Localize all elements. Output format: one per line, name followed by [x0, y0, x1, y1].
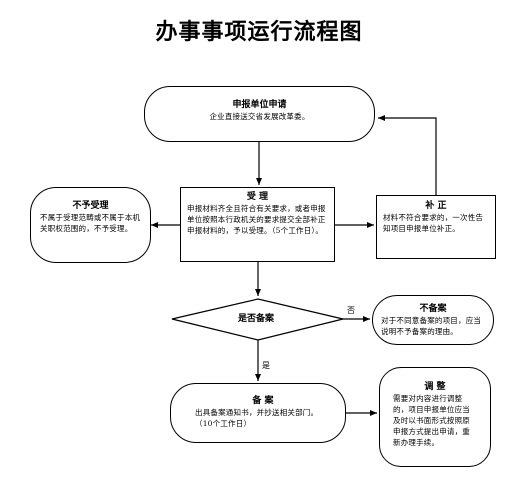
node-accept: 受 理 申报材料齐全且符合有关要求，或者申报单位按照本行政机关的要求提交全部补正… — [180, 187, 335, 262]
node-record-title: 备 案 — [252, 396, 274, 406]
node-accept-title: 受 理 — [246, 192, 269, 202]
node-accept-text: 申报材料齐全且符合有关要求，或者申报单位按照本行政机关的要求提交全部补正申报材料… — [187, 204, 326, 235]
node-apply: 申报单位申请 企业直接送交省发展改革委。 — [144, 86, 375, 142]
node-correct: 补 正 材料不符合要求的，一次性告知项目申报单位补正。 — [376, 195, 496, 259]
node-apply-text: 企业直接送交省发展改革委。 — [209, 112, 310, 121]
node-apply-title: 申报单位申请 — [232, 100, 287, 110]
node-adjust-title: 调 整 — [424, 382, 446, 392]
node-no-record-text: 对于不同意备案的项目，应当说明不予备案的理由。 — [381, 316, 482, 336]
node-correct-text: 材料不符合要求的，一次性告知项目申报单位补正。 — [383, 213, 484, 233]
edge-correct-to-apply — [378, 115, 437, 195]
node-decision-label: 是否备案 — [237, 314, 274, 324]
node-adjust-text: 需要对内容进行调整的，项目申报单位应当及时以书面形式按照原申报方式提出申请，重新… — [393, 394, 470, 447]
node-no-record-title: 不备案 — [419, 304, 447, 314]
node-correct-title: 补 正 — [425, 201, 447, 211]
node-reject-text: 不属于受理范畴或不属于本机关职权范围的，不予受理。 — [40, 213, 141, 233]
node-reject: 不予受理 不属于受理范畴或不属于本机关职权范围的，不予受理。 — [30, 187, 151, 263]
edge-label-yes: 是 — [262, 361, 270, 370]
node-adjust: 调 整 需要对内容进行调整的，项目申报单位应当及时以书面形式按照原申报方式提出申… — [379, 367, 491, 467]
node-no-record: 不备案 对于不同意备案的项目，应当说明不予备案的理由。 — [372, 295, 494, 345]
page-title: 办事事项运行流程图 — [155, 19, 363, 45]
node-record-text: 出具备案通知书，并抄送相关部门。（10个工作日） — [195, 408, 319, 428]
edge-label-no: 否 — [347, 306, 355, 315]
node-record: 备 案 出具备案通知书，并抄送相关部门。（10个工作日） — [170, 383, 346, 443]
node-reject-title: 不予受理 — [72, 201, 109, 211]
